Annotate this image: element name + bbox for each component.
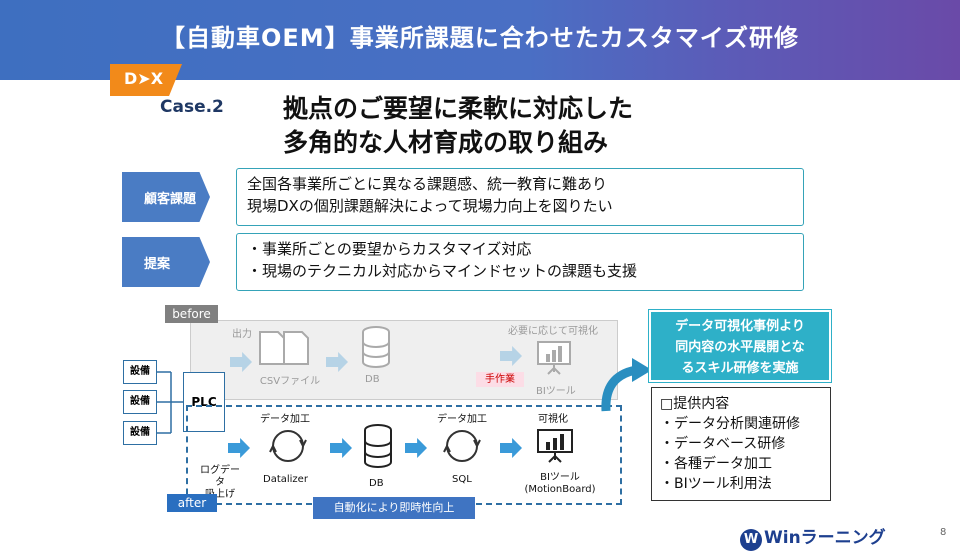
logo-mark-icon: W bbox=[740, 529, 762, 551]
page-title: 【自動車OEM】事業所課題に合わせたカスタマイズ研修 bbox=[161, 24, 799, 52]
callout-header: データ可視化事例より 同内容の水平展開とな るスキル研修を実施 bbox=[648, 309, 832, 383]
callout-item: ・各種データ加工 bbox=[660, 456, 772, 472]
case-label: Case.2 bbox=[160, 97, 224, 117]
bi-tool-icon bbox=[537, 341, 571, 375]
before-label: before bbox=[165, 305, 218, 323]
output-label: 出力 bbox=[232, 329, 252, 340]
data-processing-label-2: データ加工 bbox=[437, 414, 487, 425]
curved-arrow-icon bbox=[601, 358, 652, 412]
csv-file-icon bbox=[259, 331, 309, 365]
bi-line2: (MotionBoard) bbox=[524, 484, 596, 495]
db-label-after: DB bbox=[369, 478, 384, 489]
sql-label: SQL bbox=[452, 474, 472, 485]
bi-label-before: BIツール bbox=[536, 386, 576, 397]
datalizer-label: Datalizer bbox=[263, 474, 308, 485]
automation-banner: 自動化により即時性向上 bbox=[313, 497, 475, 519]
callout-head-line3: るスキル研修を実施 bbox=[681, 361, 799, 376]
issue-chevron: 顧客課題 bbox=[122, 172, 210, 222]
database-icon bbox=[364, 424, 392, 468]
cycle-icon bbox=[269, 430, 307, 462]
csv-label: CSVファイル bbox=[259, 376, 321, 387]
arrow-icon bbox=[405, 438, 427, 458]
arrow-icon bbox=[330, 438, 352, 458]
equipment-box: 設備 bbox=[123, 390, 157, 414]
as-needed-label: 必要に応じて可視化 bbox=[508, 326, 598, 337]
proposal-line1: ・事業所ごとの要望からカスタマイズ対応 bbox=[247, 240, 532, 258]
issue-line1: 全国各事業所ごとに異なる課題感、統一教育に難あり bbox=[247, 175, 608, 193]
callout-head-line1: データ可視化事例より bbox=[675, 319, 805, 334]
callout-item: ・BIツール利用法 bbox=[660, 476, 772, 492]
page-number: 8 bbox=[940, 527, 947, 538]
db-label-before: DB bbox=[365, 374, 380, 385]
issue-line2: 現場DXの個別課題解決によって現場力向上を図りたい bbox=[247, 197, 613, 215]
dx-tag: D➤X bbox=[110, 64, 182, 96]
arrow-icon bbox=[326, 352, 348, 372]
manual-work-badge: 手作業 bbox=[476, 372, 524, 387]
proposal-line2: ・現場のテクニカル対応からマインドセットの課題も支援 bbox=[247, 262, 638, 280]
callout-body-title: □提供内容 bbox=[660, 396, 730, 412]
bi-tool-icon bbox=[537, 429, 573, 463]
callout-body: □提供内容 ・データ分析関連研修 ・データベース研修 ・各種データ加工 ・BIツ… bbox=[651, 387, 831, 501]
arrow-icon bbox=[230, 352, 252, 372]
log-line2: 吸上げ bbox=[205, 489, 235, 500]
arrow-icon bbox=[500, 346, 522, 366]
database-icon bbox=[362, 326, 390, 368]
headline-line1: 拠点のご要望に柔軟に対応した bbox=[283, 94, 634, 123]
issue-box: 全国各事業所ごとに異なる課題感、統一教育に難あり 現場DXの個別課題解決によって… bbox=[236, 168, 804, 226]
proposal-box: ・事業所ごとの要望からカスタマイズ対応 ・現場のテクニカル対応からマインドセット… bbox=[236, 233, 804, 291]
connector-lines bbox=[157, 371, 183, 434]
log-data-label: ログデータ 吸上げ bbox=[196, 465, 244, 501]
after-label: after bbox=[167, 494, 217, 512]
bi-line1: BIツール bbox=[540, 472, 580, 483]
arrow-icon bbox=[500, 438, 522, 458]
plc-box: PLC bbox=[183, 372, 225, 432]
log-line1: ログデータ bbox=[200, 465, 240, 488]
headline-line2: 多角的な人材育成の取り組み bbox=[283, 128, 609, 157]
data-processing-label-1: データ加工 bbox=[260, 414, 310, 425]
callout-item: ・データベース研修 bbox=[660, 436, 786, 452]
headline: 拠点のご要望に柔軟に対応した 多角的な人材育成の取り組み bbox=[283, 92, 633, 160]
arrow-icon bbox=[228, 438, 250, 458]
equipment-box: 設備 bbox=[123, 421, 157, 445]
equipment-box: 設備 bbox=[123, 360, 157, 384]
visualize-label: 可視化 bbox=[538, 414, 568, 425]
bi-label-after: BIツール (MotionBoard) bbox=[520, 472, 600, 496]
callout-head-line2: 同内容の水平展開とな bbox=[675, 340, 805, 355]
logo-text: Winラーニング bbox=[764, 528, 886, 548]
proposal-chevron: 提案 bbox=[122, 237, 210, 287]
callout-item: ・データ分析関連研修 bbox=[660, 416, 800, 432]
cycle-icon bbox=[443, 430, 481, 462]
